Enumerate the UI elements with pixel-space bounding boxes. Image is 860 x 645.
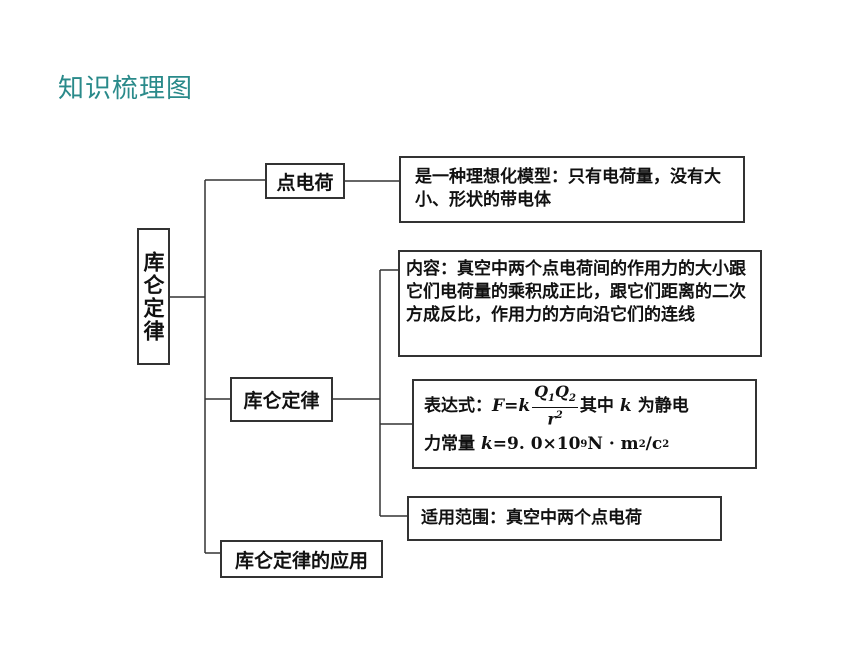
formula-unit-tail: /c [645, 433, 663, 454]
node-application: 库仑定律的应用 [220, 540, 383, 578]
node-point-charge: 点电荷 [265, 163, 345, 199]
formula-suffix: 为静电 [637, 395, 689, 416]
formula-q2: Q [555, 382, 569, 402]
formula-r-exp: 2 [555, 410, 563, 422]
formula-unit-exp2: 2 [662, 438, 670, 450]
formula-prefix: 表达式： [424, 395, 492, 416]
formula-value-exp: 9 [580, 438, 588, 450]
formula-middle: 其中 [579, 395, 614, 416]
point-charge-definition: 是一种理想化模型：只有电荷量，没有大小、形状的带电体 [399, 156, 745, 223]
root-node: 库仑定律 [137, 228, 170, 365]
formula-eq: = [504, 395, 519, 416]
formula-q1-sub: 1 [548, 393, 556, 405]
formula-k2: k [619, 395, 632, 416]
formula-value: =9. 0×10 [492, 433, 581, 454]
formula-unit: N · m [587, 433, 639, 454]
law-formula: 表达式： F = k Q1Q2 r2 其中 k 为静电 力常量 k =9. 0×… [412, 379, 757, 469]
formula-r: r [547, 409, 556, 429]
formula-lhs: F [492, 395, 505, 416]
formula-k3: k [481, 433, 493, 454]
page-title: 知识梳理图 [58, 74, 194, 104]
formula-k: k [518, 395, 531, 416]
formula-q2-sub: 2 [568, 393, 576, 405]
law-scope: 适用范围：真空中两个点电荷 [407, 496, 722, 541]
formula-line2-prefix: 力常量 [424, 433, 475, 454]
law-content: 内容：真空中两个点电荷间的作用力的大小跟它们电荷量的乘积成正比，跟它们距离的二次… [398, 250, 762, 357]
formula-unit-exp1: 2 [638, 438, 646, 450]
formula-fraction: Q1Q2 r2 [532, 384, 578, 428]
formula-q1: Q [534, 382, 549, 402]
node-coulomb-law: 库仑定律 [230, 377, 333, 422]
